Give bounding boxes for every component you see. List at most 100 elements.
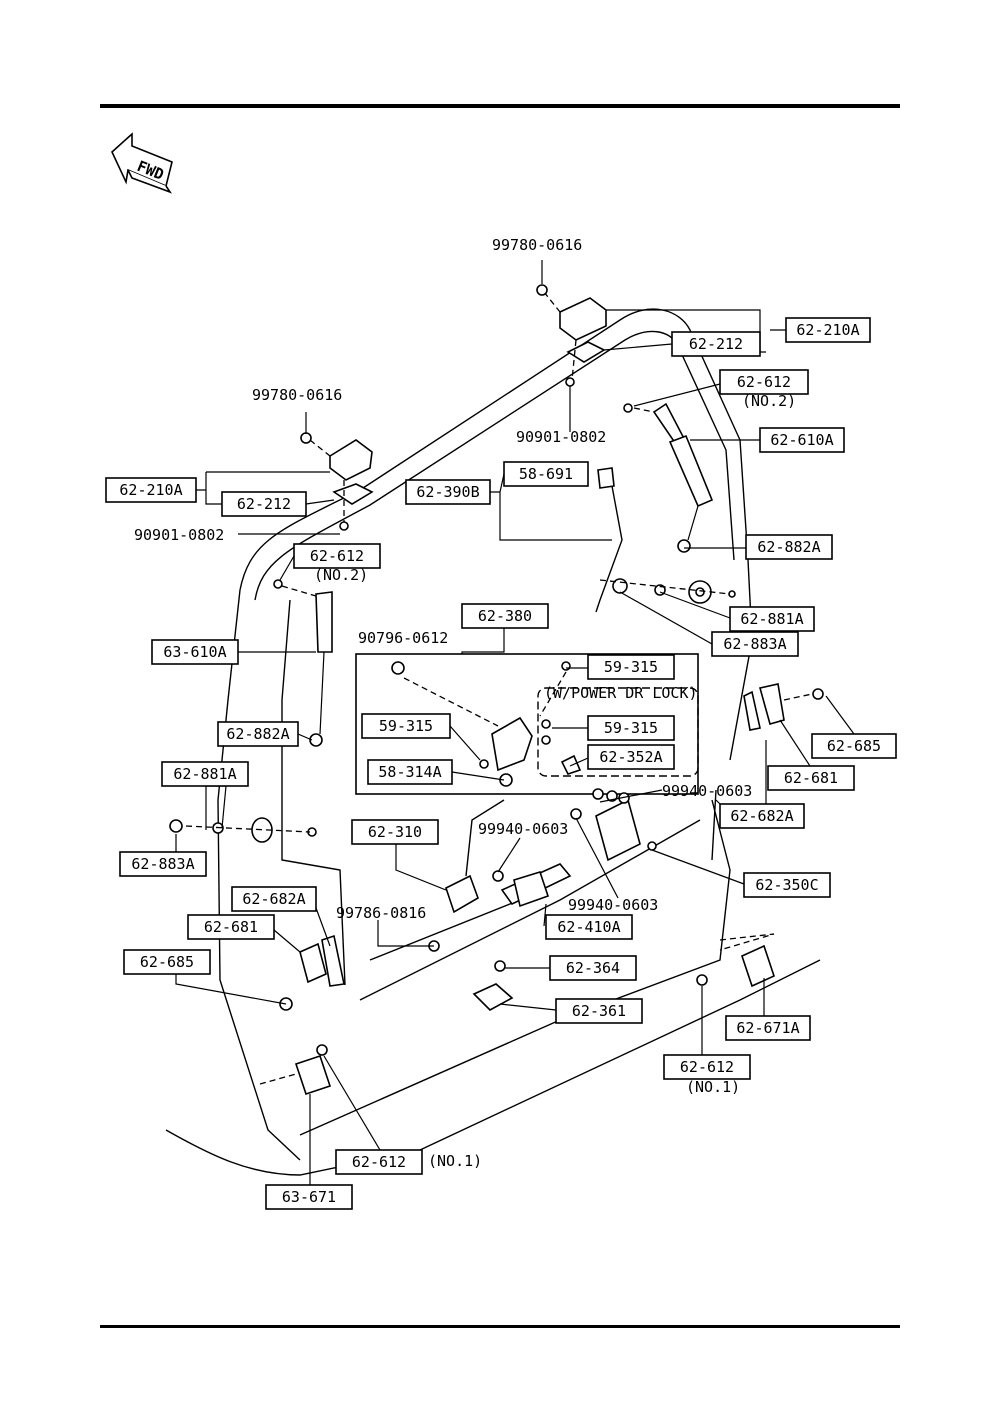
part-number-box: 58-691 [503,461,589,487]
part-number-box: 62-881A [729,606,815,632]
part-number-box: 62-685 [123,949,211,975]
part-number-text: (NO.1) [686,1078,740,1096]
part-number-text: (NO.2) [742,392,796,410]
part-number-box: 62-212 [221,491,307,517]
part-number-label: 62-352A [599,748,662,766]
part-number-frame [811,733,897,759]
part-number-frame [151,639,239,665]
part-number-frame [745,534,833,560]
right-bumper [743,683,824,731]
part-number-label: 62-881A [740,610,803,628]
part-number-label: 62-681 [204,918,258,936]
part-number-box: 62-610A [759,427,845,453]
part-number-box: 62-883A [119,851,207,877]
part-number-text: (NO.1) [428,1152,482,1170]
striker [472,960,514,1011]
part-number-box: 62-882A [745,534,833,560]
part-number-label: 63-671 [282,1188,336,1206]
part-number-text: (W/POWER DR LOCK) [544,684,698,702]
part-number-text: 90796-0612 [358,629,448,647]
part-number-label: 59-315 [379,717,433,735]
part-number-box: 62-380 [461,603,549,629]
right-gas-strut [623,402,714,553]
part-number-label: 62-882A [757,538,820,556]
latch-assembly [391,661,582,787]
part-number-box: 62-882A [217,721,299,747]
part-number-frame [759,427,845,453]
part-number-label: 59-315 [604,658,658,676]
fwd-arrow-icon: FWD [111,132,173,194]
left-gas-strut [273,579,333,747]
part-number-label: 62-364 [566,959,620,977]
part-number-text: 99940-0603 [568,896,658,914]
lower-stoppers [259,933,775,1096]
part-number-text: 99786-0816 [336,904,426,922]
part-number-frame [719,369,809,395]
part-number-box: 62-364 [549,955,637,981]
part-number-label: 62-883A [131,855,194,873]
part-number-frame [123,949,211,975]
part-number-label: 62-210A [119,481,182,499]
part-number-box: 63-610A [151,639,239,665]
part-number-frame [587,744,675,770]
part-number-text: 99780-0616 [252,386,342,404]
part-number-label: 62-210A [796,321,859,339]
left-ball-stud [169,817,317,843]
part-number-frame [351,819,439,845]
upper-left-hinge [300,432,374,531]
part-number-label: 62-685 [140,953,194,971]
part-number-frame [785,317,871,343]
part-number-label: 62-671A [736,1019,799,1037]
part-number-label: 62-681 [784,769,838,787]
part-number-frame [587,654,675,680]
part-number-label: 62-310 [368,823,422,841]
part-number-box: 62-685 [811,733,897,759]
part-number-label: 62-612 [680,1058,734,1076]
part-number-box: 62-350C [743,872,831,898]
part-number-box: 62-681 [767,765,855,791]
part-number-box: 62-681 [187,914,275,940]
part-number-box: 62-682A [231,886,317,912]
part-number-box: 62-352A [587,744,675,770]
part-number-box: 59-315 [587,654,675,680]
part-number-frame [545,914,633,940]
part-number-text: 99940-0603 [662,782,752,800]
part-number-box: 62-612 [719,369,809,395]
part-number-box: 62-390B [405,479,491,505]
part-number-label: 62-682A [242,890,305,908]
part-number-box: 62-682A [719,803,805,829]
part-number-box: 62-612 [663,1054,751,1080]
part-number-frame [725,1015,811,1041]
part-number-box: 62-210A [105,477,197,503]
part-number-frame [711,631,799,657]
part-number-label: 62-361 [572,1002,626,1020]
part-number-box: 62-361 [555,998,643,1024]
part-number-label: 62-212 [689,335,743,353]
part-number-frame [231,886,317,912]
outside-handle [500,863,572,908]
part-number-box: 62-612 [293,543,381,569]
part-number-frame [767,765,855,791]
part-number-label: 62-410A [557,918,620,936]
part-number-text: (NO.2) [314,566,368,584]
left-bumper [279,934,345,1011]
part-number-frame [729,606,815,632]
part-number-box: 63-671 [265,1184,353,1210]
part-number-label: 62-380 [478,607,532,625]
part-number-frame [503,461,589,487]
part-number-box: 62-212 [671,331,761,357]
part-number-box: 62-210A [785,317,871,343]
part-number-label: 58-691 [519,465,573,483]
part-number-frame [187,914,275,940]
part-number-box: 59-315 [587,715,675,741]
part-number-label: 59-315 [604,719,658,737]
part-number-box: 58-314A [367,759,453,785]
power-lock-box [355,653,699,795]
part-number-frame [105,477,197,503]
top-rule [100,104,900,108]
labels-layer: 62-210A 62-212 62-612 62-610A 62-210A 62-212 6… [105,236,897,1210]
part-number-frame [461,603,549,629]
part-number-label: 62-612 [737,373,791,391]
part-number-box: 62-883A [711,631,799,657]
